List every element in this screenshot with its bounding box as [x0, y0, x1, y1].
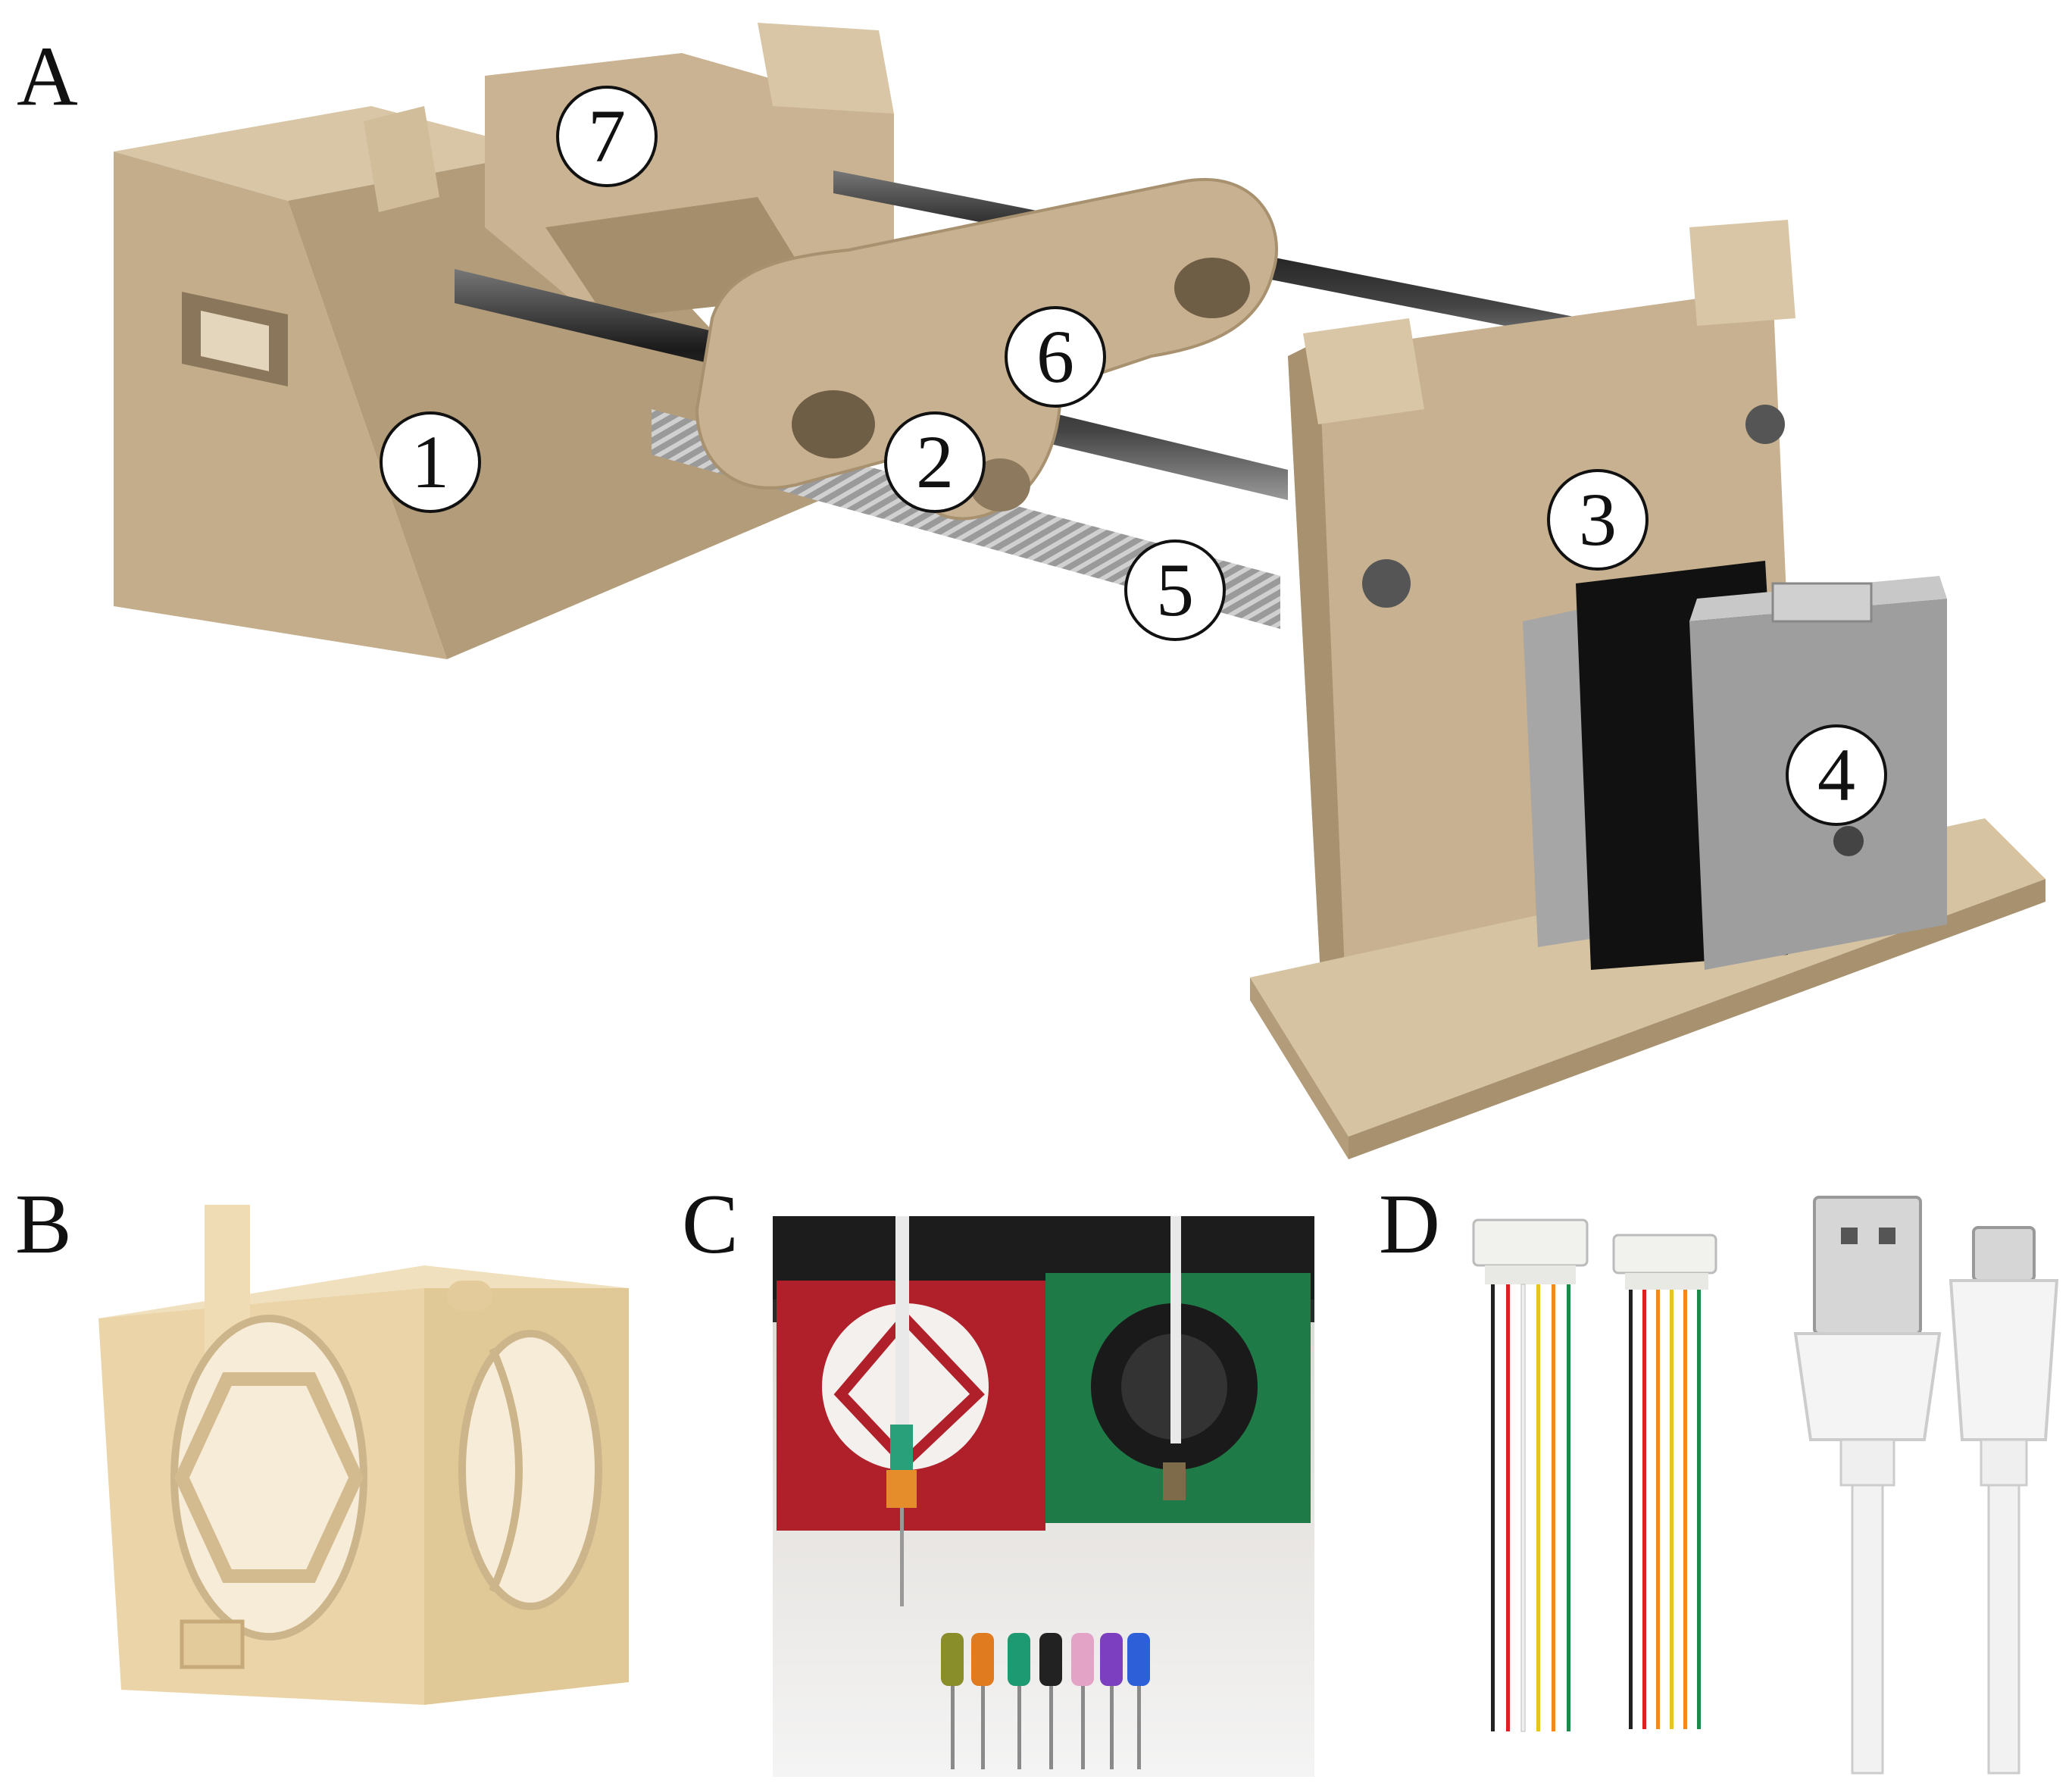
panel-letter-a: A: [17, 30, 78, 124]
panel-d-cables: [1472, 1196, 2059, 1775]
panel-letter-d: D: [1379, 1178, 1440, 1271]
panel-letter-b: B: [15, 1178, 72, 1271]
panel-c-photo-holders-and-tips: [773, 1216, 1314, 1777]
callout-4: 4: [1786, 724, 1887, 826]
callout-6: 6: [1005, 306, 1106, 408]
left-block-side: [288, 152, 856, 659]
left-block-top: [114, 106, 545, 201]
usb-a-cable: [1793, 1196, 1942, 1775]
panel-b-syringe-holder-render: [98, 1205, 629, 1705]
callout-1: 1: [380, 411, 481, 513]
panel-letter-c: C: [682, 1178, 739, 1271]
callout-5: 5: [1124, 540, 1226, 641]
callout-7: 7: [556, 86, 658, 187]
six-pin-cable: [1612, 1234, 1717, 1729]
callout-3: 3: [1547, 469, 1649, 571]
left-block-front: [114, 152, 447, 659]
callout-2: 2: [884, 411, 986, 513]
panel-a-syringe-pump-render: [114, 23, 2045, 1159]
micro-usb-cable: [1949, 1226, 2059, 1775]
five-pin-cable: [1472, 1218, 1589, 1732]
dispensing-tips: [941, 1633, 1150, 1769]
